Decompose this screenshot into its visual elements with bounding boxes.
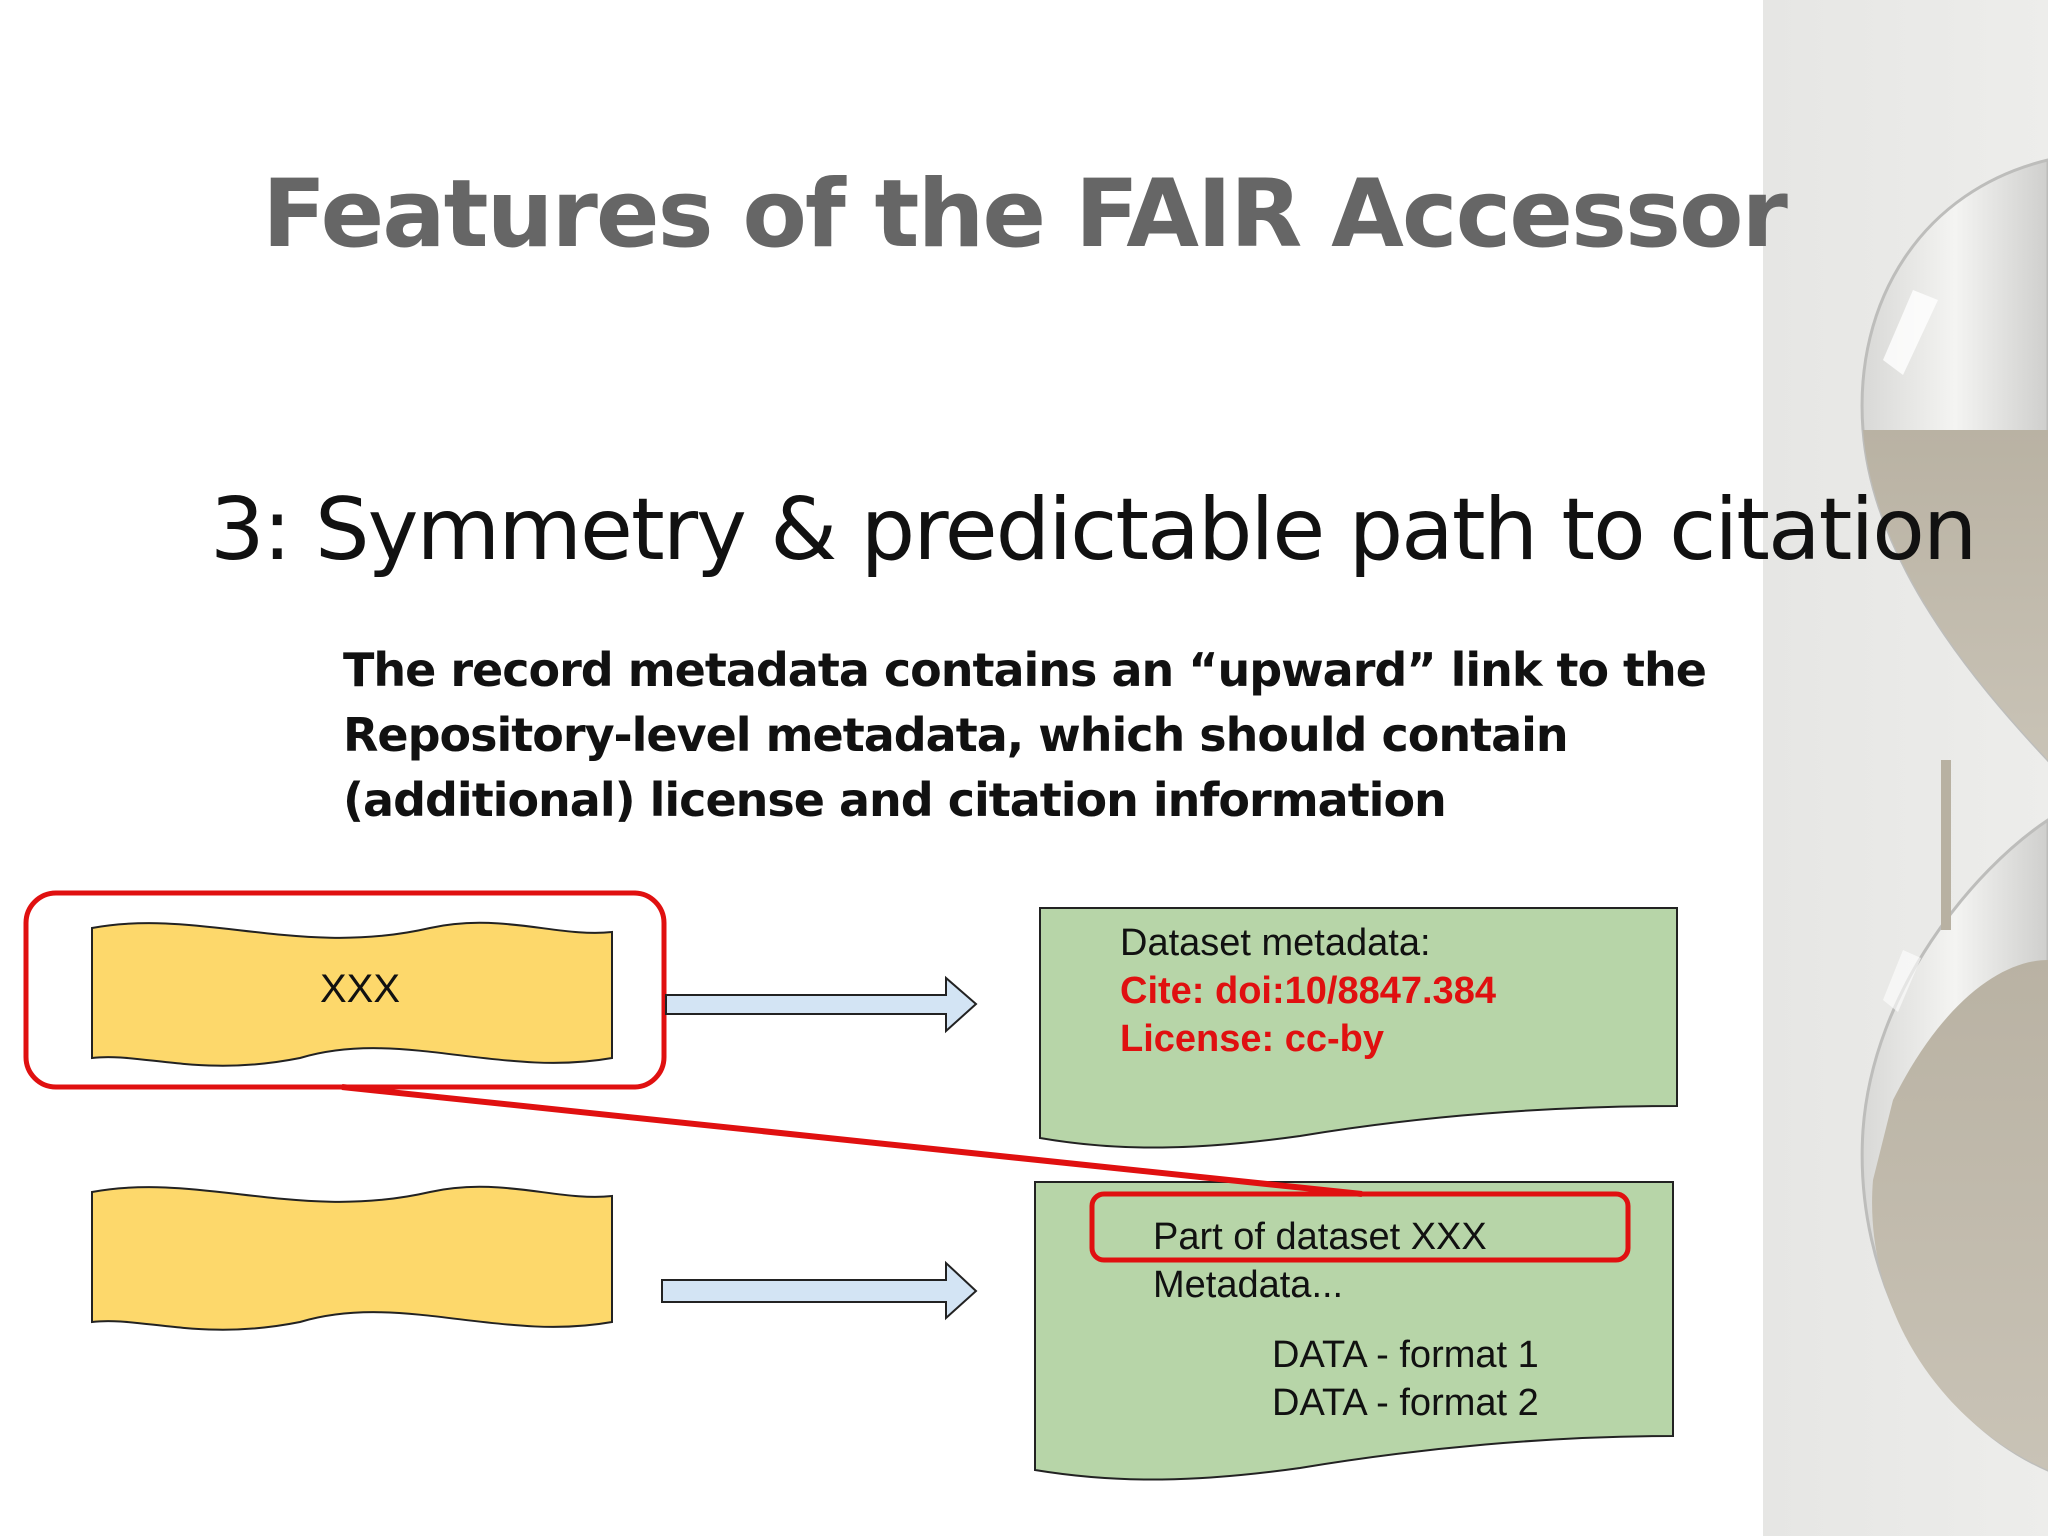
part-of-highlight-box	[1089, 1191, 1631, 1263]
record-data-format-2: DATA - format 2	[1272, 1382, 1539, 1424]
top-arrow	[665, 975, 978, 1034]
accessor-diagram: XXX Dataset metadata: Cite: doi:10/8847.…	[0, 870, 1763, 1536]
dataset-document-label: XXX	[320, 967, 401, 1011]
record-document-shape	[91, 1185, 613, 1331]
upward-link-line	[341, 1084, 1363, 1197]
record-data-format-1: DATA - format 1	[1272, 1334, 1539, 1376]
record-metadata-shape	[1034, 1181, 1674, 1481]
slide-title: Features of the FAIR Accessor	[262, 160, 1788, 269]
dataset-document-shape	[91, 921, 613, 1067]
record-part-of: Part of dataset XXX	[1153, 1216, 1487, 1258]
slide-body-text: The record metadata contains an “upward”…	[343, 643, 1707, 827]
dataset-cite: Cite: doi:10/8847.384	[1120, 970, 1496, 1012]
dataset-metadata-title: Dataset metadata:	[1120, 922, 1431, 964]
bottom-arrow	[661, 1260, 978, 1321]
hourglass-image	[1763, 0, 2048, 1536]
dataset-license: License: cc-by	[1120, 1018, 1384, 1060]
record-metadata-label: Metadata...	[1153, 1264, 1344, 1306]
dataset-metadata-shape	[1039, 907, 1678, 1149]
slide-subtitle: 3: Symmetry & predictable path to citati…	[210, 480, 1977, 580]
